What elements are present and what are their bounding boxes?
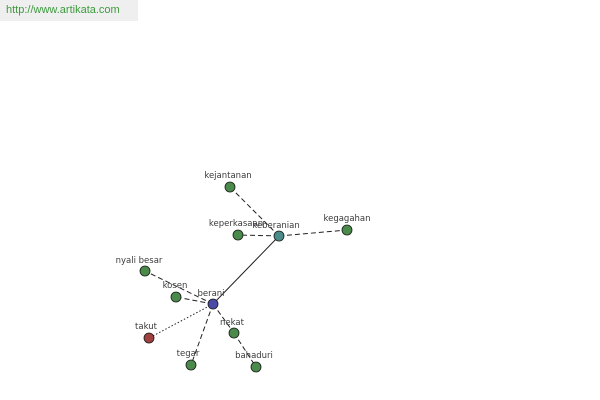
edge-keberanian-keperkasaan xyxy=(237,234,280,237)
node-label-keberanian: keberanian xyxy=(252,221,300,231)
node-kejantanan[interactable] xyxy=(224,181,236,193)
node-tegar[interactable] xyxy=(185,359,197,371)
node-label-nyali-besar: nyali besar xyxy=(116,256,163,266)
node-label-bahaduri: bahaduri xyxy=(235,351,273,361)
edge-berani-nekat xyxy=(212,303,235,334)
node-nyali-besar[interactable] xyxy=(139,265,151,277)
node-keperkasaan[interactable] xyxy=(232,229,244,241)
node-label-kejantanan: kejantanan xyxy=(204,171,251,181)
edge-berani-keberanian xyxy=(212,235,280,305)
node-keberanian[interactable] xyxy=(273,230,285,242)
node-label-nekat: nekat xyxy=(220,318,245,328)
node-label-kosen: kosen xyxy=(163,281,188,291)
graph-edges xyxy=(144,186,348,368)
site-link[interactable]: http://www.artikata.com xyxy=(6,4,120,16)
edge-keberanian-kejantanan xyxy=(229,186,280,237)
node-label-tegar: tegar xyxy=(177,349,200,359)
graph-labels: berani keberanian kejantanan keperkasaan keg… xyxy=(116,171,371,361)
node-nekat[interactable] xyxy=(228,327,240,339)
edge-berani-nyali-besar xyxy=(144,270,214,305)
edge-nekat-bahaduri xyxy=(233,332,257,368)
graph-nodes xyxy=(139,181,353,373)
node-label-berani: berani xyxy=(197,289,224,299)
edge-berani-tegar xyxy=(190,303,214,366)
node-label-kegagahan: kegagahan xyxy=(323,214,370,224)
edge-berani-kosen xyxy=(175,296,214,305)
node-takut[interactable] xyxy=(143,332,155,344)
node-kosen[interactable] xyxy=(170,291,182,303)
node-bahaduri[interactable] xyxy=(250,361,262,373)
edge-keberanian-kegagahan xyxy=(278,229,348,237)
node-berani[interactable] xyxy=(207,298,219,310)
node-label-keperkasaan: keperkasaan xyxy=(209,219,263,229)
edge-berani-takut xyxy=(148,303,214,339)
node-kegagahan[interactable] xyxy=(341,224,353,236)
site-link-bar: http://www.artikata.com xyxy=(0,0,138,21)
node-label-takut: takut xyxy=(135,322,158,332)
